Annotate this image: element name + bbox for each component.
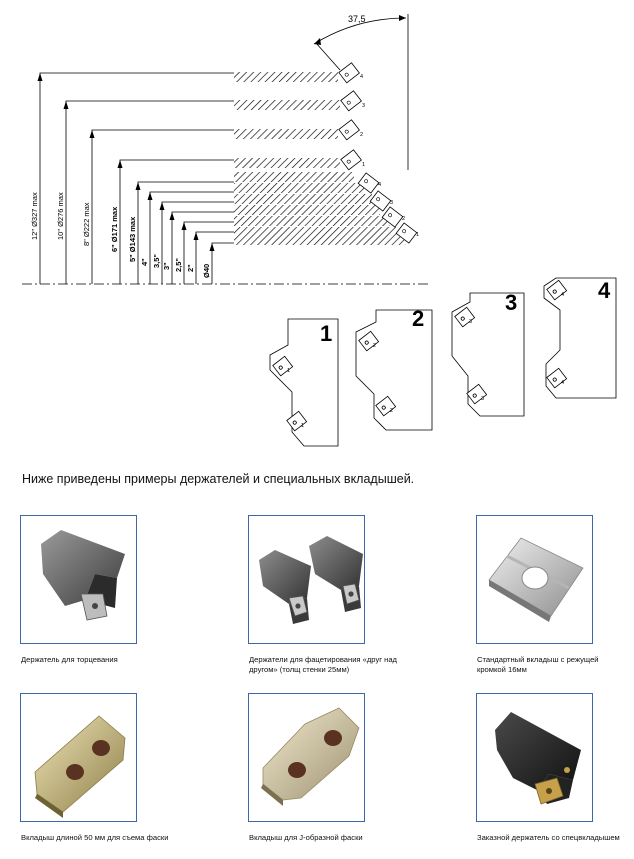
product-photo-facing-holder bbox=[20, 515, 137, 644]
seat-label: 1 bbox=[416, 232, 419, 238]
tool-number: 1 bbox=[320, 321, 332, 346]
size-label: 4" bbox=[140, 258, 149, 266]
product-photo-j-insert bbox=[248, 693, 365, 822]
size-label: Ø40 bbox=[202, 264, 211, 278]
seat-label: 3 bbox=[362, 103, 365, 109]
tool-type-4 bbox=[543, 277, 617, 399]
size-label: 6" Ø171 max bbox=[110, 206, 119, 252]
product-caption: Вкладыш для J-образной фаски bbox=[249, 833, 363, 842]
product-caption: Держатели для фацетирования «друг над др… bbox=[249, 655, 397, 674]
facing-holder-icon bbox=[41, 530, 125, 621]
holder-diagram: 37,5 bbox=[22, 14, 617, 447]
size-label: 2" bbox=[186, 264, 195, 272]
seat-label: 2 bbox=[360, 132, 363, 138]
insert-50mm-icon bbox=[34, 715, 126, 818]
seat-label: 2 bbox=[390, 408, 393, 414]
seat-label: 3 bbox=[390, 200, 393, 206]
seat-label: 3 bbox=[469, 319, 472, 325]
seat-label: 1 bbox=[287, 368, 290, 374]
size-label: 5" Ø143 max bbox=[128, 216, 137, 262]
product-caption: Держатель для торцевания bbox=[21, 655, 118, 664]
angle-label: 37,5 bbox=[348, 14, 366, 24]
seat-label: 4 bbox=[378, 182, 381, 188]
product-caption: Заказной держатель со спецвкладышем bbox=[477, 833, 620, 842]
tool-number: 2 bbox=[412, 306, 424, 331]
product-photo-insert-50mm bbox=[20, 693, 137, 822]
standard-insert-icon bbox=[488, 537, 584, 622]
size-label: 2,5" bbox=[174, 258, 183, 272]
size-label: 3,5" bbox=[152, 254, 161, 268]
dimension-arrows bbox=[37, 73, 215, 251]
tool-type-1 bbox=[269, 318, 339, 447]
angle-dimension: 37,5 bbox=[313, 14, 409, 170]
product-caption: Вкладыш длиной 50 мм для съема фаски bbox=[21, 833, 169, 842]
seat-label: 4 bbox=[561, 380, 564, 386]
tool-number: 3 bbox=[505, 290, 517, 315]
product-photo-standard-insert bbox=[476, 515, 593, 644]
tool-type-3 bbox=[451, 292, 525, 417]
tool-type-2 bbox=[355, 309, 433, 431]
size-label: 8" Ø222 max bbox=[82, 202, 91, 246]
seat-label: 4 bbox=[561, 292, 564, 298]
hatched-bars bbox=[234, 72, 406, 245]
chamfer-holders-pair-icon bbox=[259, 536, 363, 624]
size-labels: 12" Ø327 max 10" Ø276 max 8" Ø222 max 6"… bbox=[30, 192, 211, 278]
product-photo-custom-holder bbox=[476, 693, 593, 822]
product-caption: Стандартный вкладыш с режущей кромкой 16… bbox=[477, 655, 599, 674]
seat-label: 2 bbox=[373, 343, 376, 349]
dimension-leaders bbox=[39, 72, 234, 284]
intro-text: Ниже приведены примеры держателей и спец… bbox=[22, 472, 415, 486]
size-label: 12" Ø327 max bbox=[30, 192, 39, 240]
seat-label: 2 bbox=[402, 216, 405, 222]
size-label: 10" Ø276 max bbox=[56, 192, 65, 240]
size-label: 3" bbox=[162, 262, 171, 270]
seat-label: 3 bbox=[481, 396, 484, 402]
tool-number: 4 bbox=[598, 278, 611, 303]
j-insert-icon bbox=[261, 707, 360, 806]
seat-label: 1 bbox=[301, 423, 304, 429]
insert-seats: 4 3 2 1 4 3 2 bbox=[338, 62, 419, 244]
seat-label: 1 bbox=[362, 162, 365, 168]
product-photo-chamfer-holders bbox=[248, 515, 365, 644]
seat-label: 4 bbox=[360, 74, 363, 80]
custom-holder-icon bbox=[495, 712, 581, 805]
